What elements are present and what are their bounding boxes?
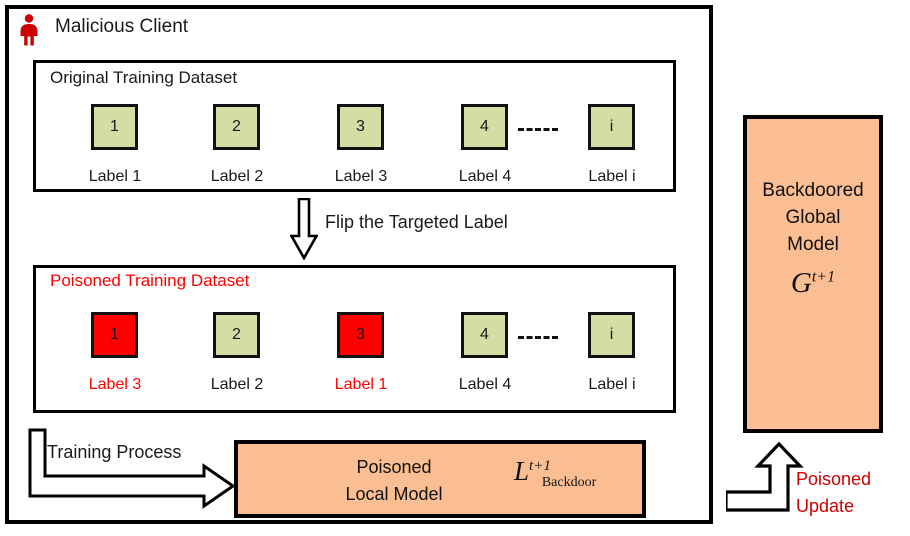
- sample-label-flipped: Label 1: [334, 376, 388, 393]
- sample-label-flipped: Label 3: [88, 376, 142, 393]
- elbow-right-arrow-icon: [28, 428, 236, 509]
- sample-label: Label 4: [458, 376, 512, 393]
- sample-square: i: [588, 312, 635, 358]
- sample-square-poisoned: 3: [337, 312, 384, 358]
- global-model-symbol: Gt+1: [747, 267, 879, 300]
- sample-label: Label i: [588, 168, 636, 185]
- sample-label: Label i: [588, 376, 636, 393]
- page-title: Malicious Client: [55, 16, 189, 37]
- sample-square: 4: [461, 104, 508, 150]
- backdoored-global-model-box: Backdoored Global Model Gt+1: [743, 115, 883, 433]
- local-model-symbol-base: L: [514, 456, 530, 486]
- sample-square: 1: [91, 104, 138, 150]
- sample-label: Label 4: [458, 168, 512, 185]
- local-model-subscript: Backdoor: [541, 475, 597, 491]
- training-step-label: Training Process: [47, 442, 182, 462]
- sample-square: 2: [213, 104, 260, 150]
- sample-label: Label 2: [210, 168, 264, 185]
- sample-label: Label 1: [88, 168, 142, 185]
- sample-square: i: [588, 104, 635, 150]
- sample-square: 4: [461, 312, 508, 358]
- flip-step-label: Flip the Targeted Label: [325, 212, 508, 232]
- poisoned-dataset-title: Poisoned Training Dataset: [50, 271, 250, 290]
- global-model-symbol-base: G: [790, 267, 812, 299]
- local-model-title: Poisoned Local Model: [284, 454, 504, 508]
- local-model-symbol: Lt+1Backdoor: [514, 456, 596, 491]
- sample-label: Label 2: [210, 376, 264, 393]
- global-model-title: Backdoored Global Model: [747, 177, 879, 258]
- poisoned-update-line2: Update: [796, 496, 855, 516]
- local-model-line1: Poisoned: [356, 457, 432, 477]
- global-model-line2: Global: [785, 207, 841, 228]
- elbow-up-arrow-icon: [726, 442, 804, 512]
- global-model-line3: Model: [787, 234, 839, 255]
- global-model-superscript: t+1: [811, 268, 836, 286]
- original-dataset-title: Original Training Dataset: [50, 68, 238, 87]
- poisoned-update-label: Poisoned Update: [796, 466, 871, 520]
- sample-square: 3: [337, 104, 384, 150]
- local-model-line2: Local Model: [345, 484, 443, 504]
- sample-square-poisoned: 1: [91, 312, 138, 358]
- local-model-superscript: t+1: [529, 458, 551, 474]
- sample-square: 2: [213, 312, 260, 358]
- person-icon: [20, 14, 38, 46]
- global-model-line1: Backdoored: [762, 180, 864, 201]
- poisoned-local-model-box: Poisoned Local Model Lt+1Backdoor: [234, 440, 646, 518]
- ellipsis-dashes: [518, 128, 558, 131]
- down-arrow-icon: [290, 198, 318, 260]
- ellipsis-dashes: [518, 336, 558, 339]
- poisoned-update-line1: Poisoned: [796, 469, 872, 489]
- sample-label: Label 3: [334, 168, 388, 185]
